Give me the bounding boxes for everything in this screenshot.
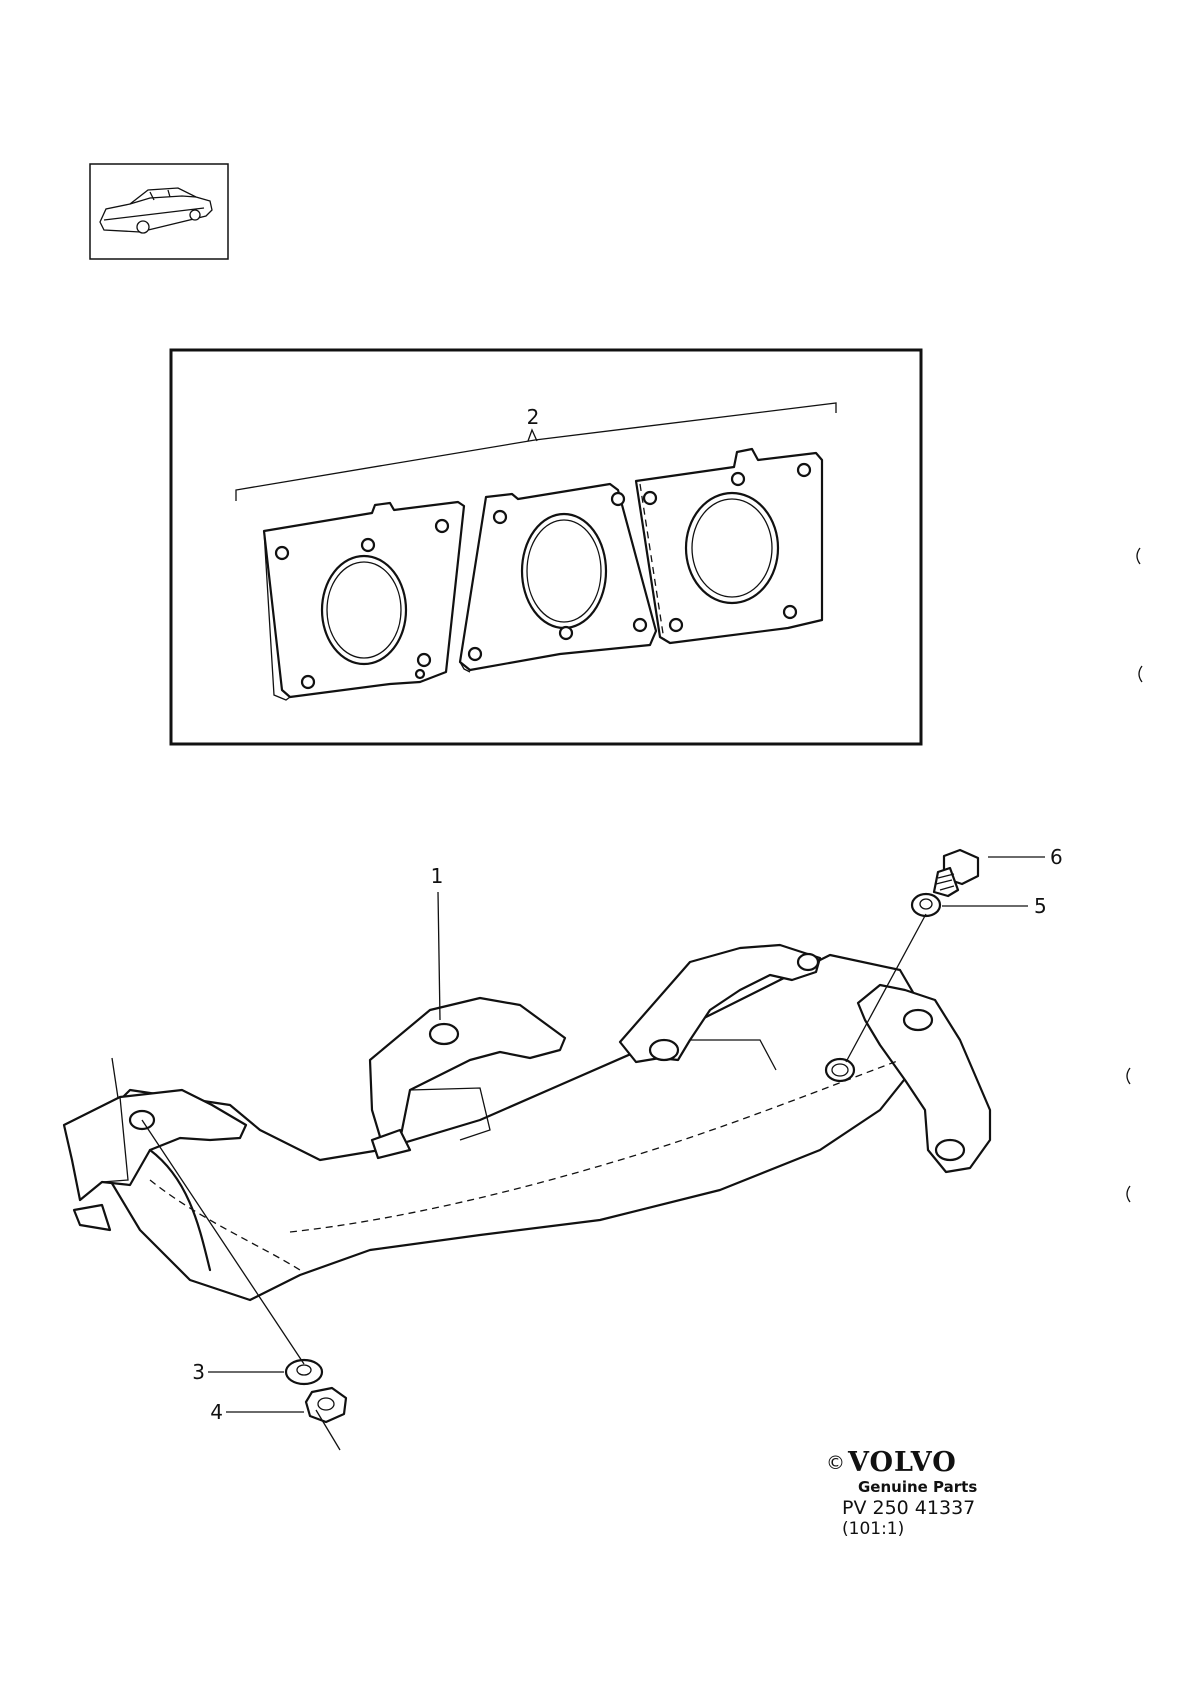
margin-marks <box>1126 547 1143 1203</box>
leader-lines <box>111 856 1045 1451</box>
callout-3: 3 <box>192 1360 205 1384</box>
plug-part-6 <box>932 848 980 898</box>
brand-logo: VOLVO <box>847 1447 957 1478</box>
callout-6: 6 <box>1050 845 1063 869</box>
callout-2: 2 <box>527 405 540 429</box>
sedan-car-icon <box>99 187 213 234</box>
washer-part-3 <box>284 1358 324 1386</box>
gasket-plate-1 <box>262 500 466 701</box>
callout-4: 4 <box>210 1400 223 1424</box>
gasket-plate-2 <box>458 482 658 673</box>
copyright-symbol: © <box>826 1452 845 1474</box>
nut-part-4 <box>304 1386 348 1424</box>
callout-1: 1 <box>431 864 444 888</box>
washer-part-5 <box>910 892 942 918</box>
gasket-detail-box <box>169 348 923 746</box>
callout-5: 5 <box>1034 894 1047 918</box>
branding-block: © VOLVO Genuine Parts PV 250 41337 (101:… <box>826 1447 977 1539</box>
manifold-flange-left <box>62 1088 248 1202</box>
part-reference: PV 250 41337 <box>842 1497 975 1519</box>
manifold-outlet-flange <box>856 983 992 1174</box>
ratio-label: (101:1) <box>842 1519 904 1539</box>
vehicle-thumbnail <box>89 163 229 260</box>
gasket-plate-3 <box>634 447 824 645</box>
exhaust-manifold <box>62 943 992 1302</box>
tagline: Genuine Parts <box>858 1478 977 1496</box>
gasket-set-bracket <box>235 402 837 501</box>
